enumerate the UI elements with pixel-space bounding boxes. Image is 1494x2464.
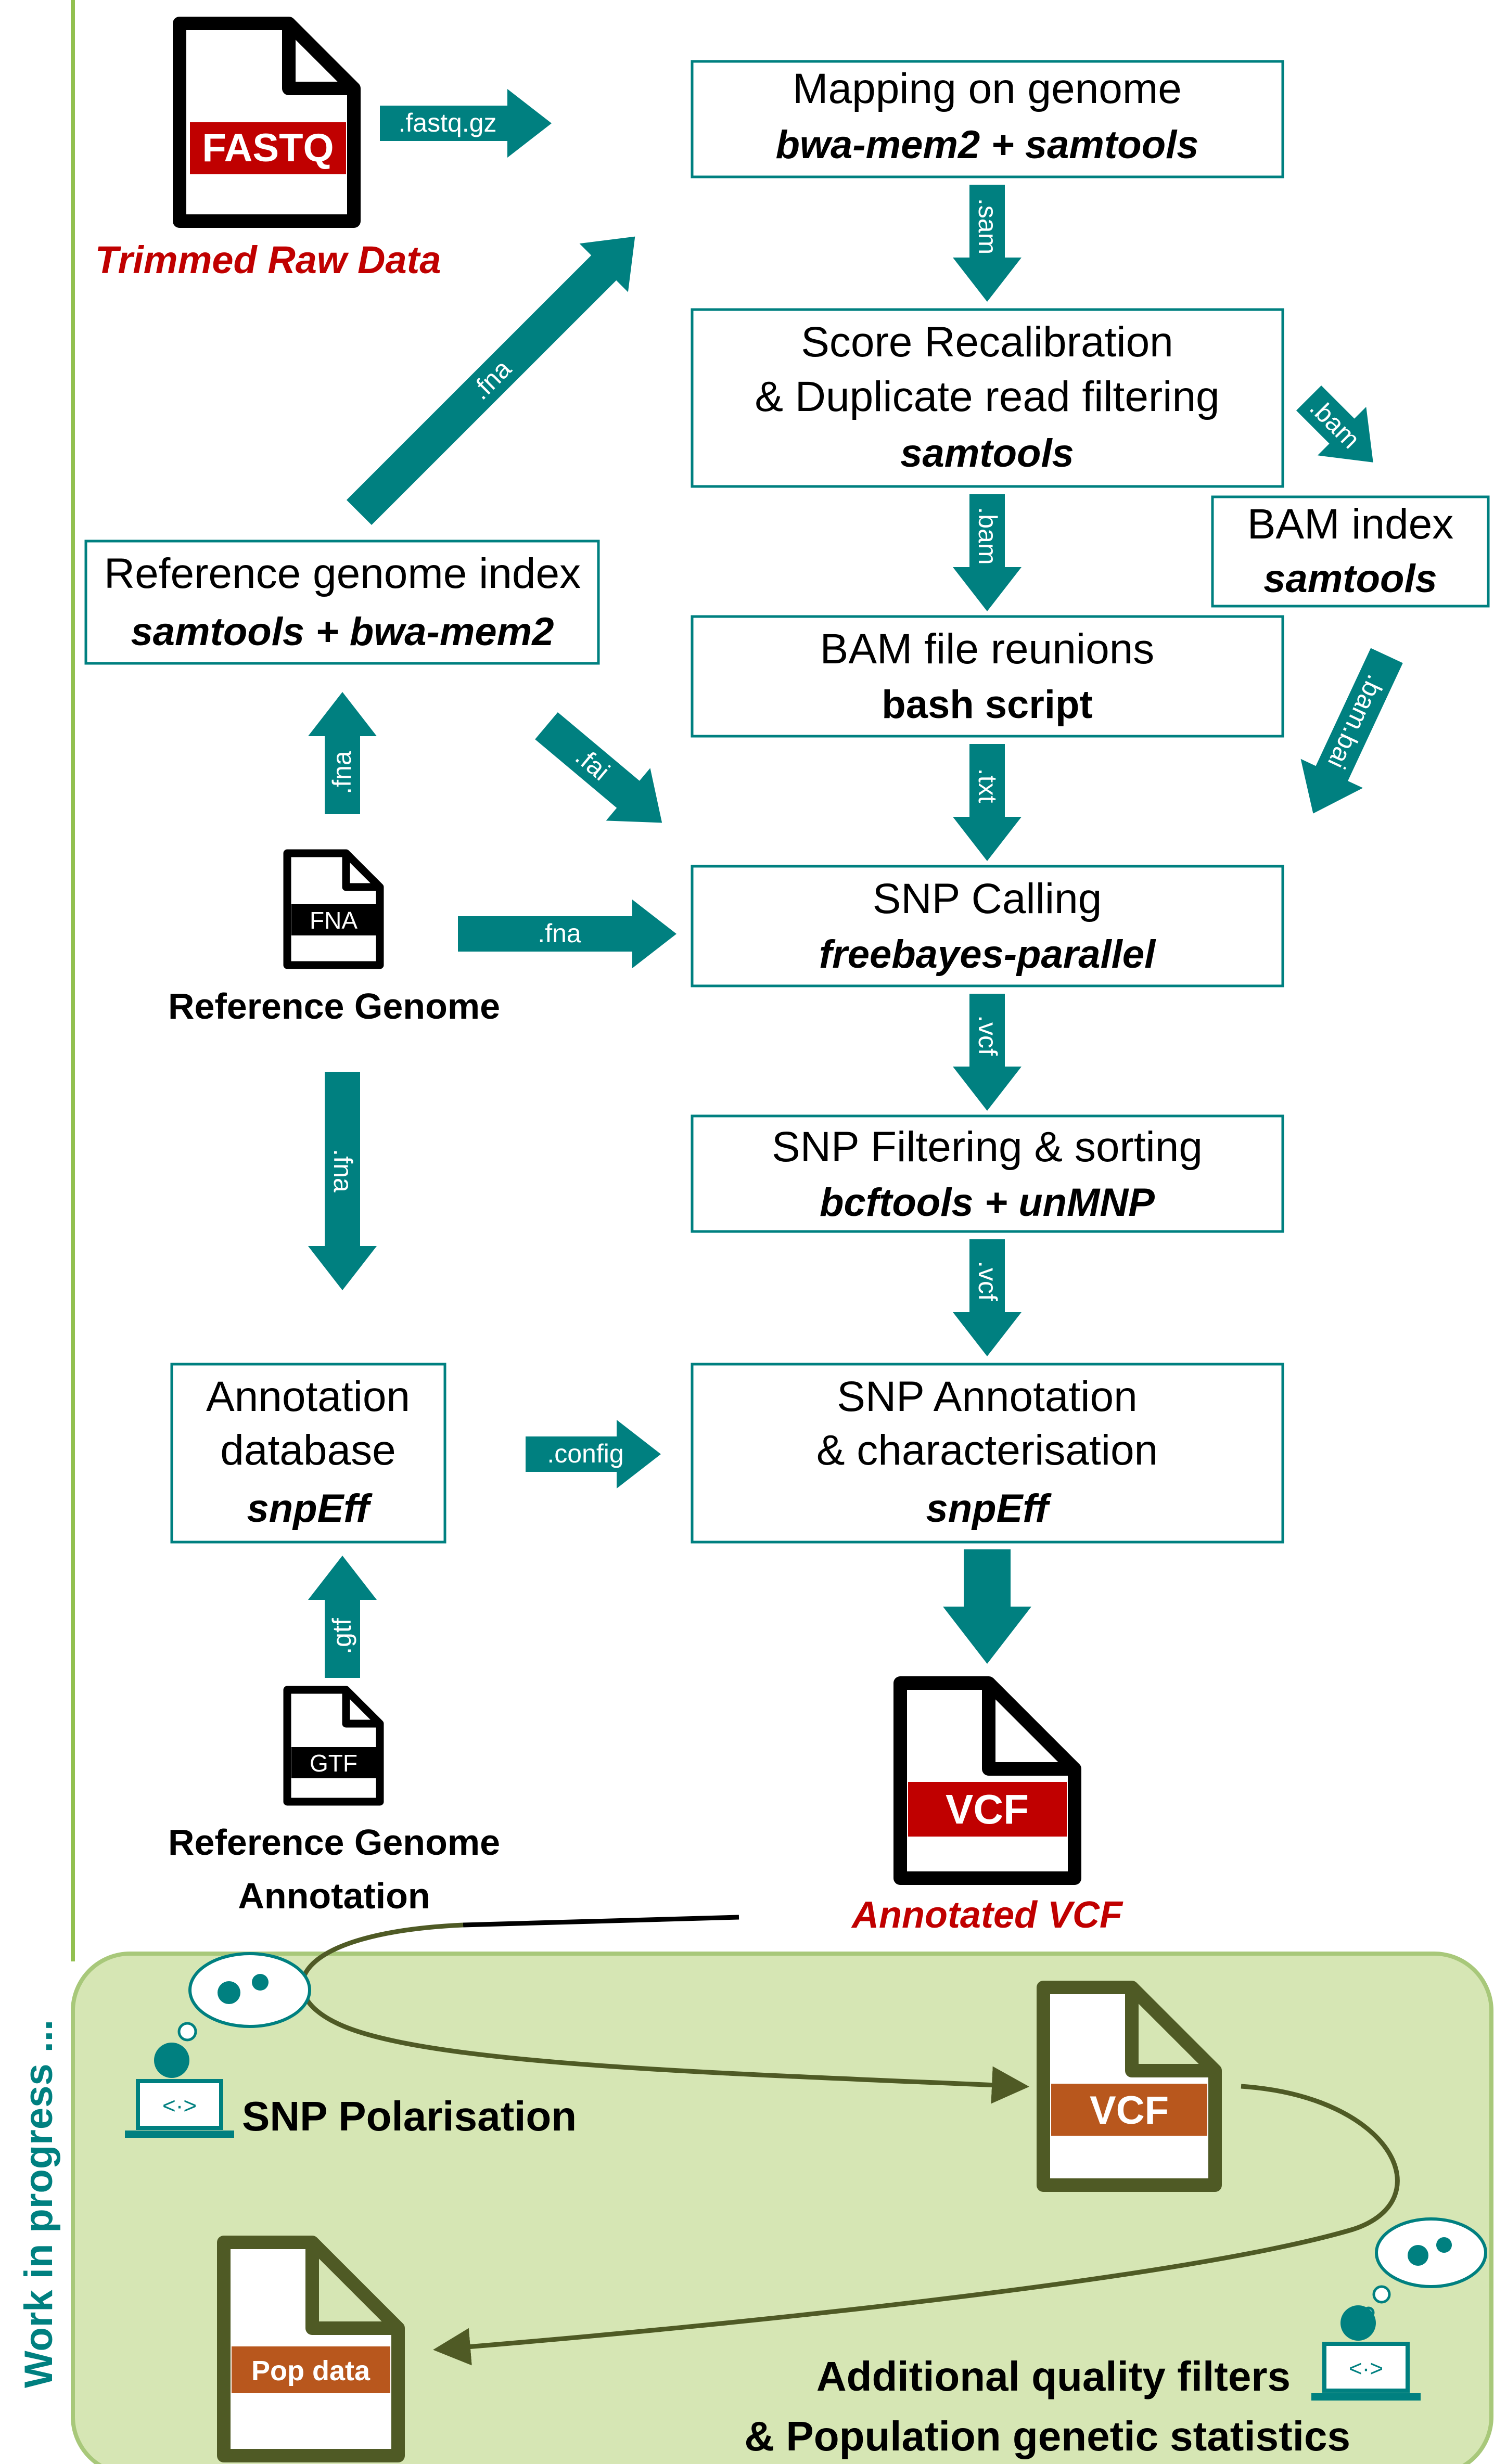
step-annot-db-title2: database	[220, 1427, 395, 1474]
wip-pop-badge: Pop data	[251, 2355, 371, 2386]
document-icon	[893, 1676, 1081, 1885]
arrow-label-vcf-2: .vcf	[973, 1261, 1002, 1301]
arrow-label-fastq: .fastq.gz	[399, 108, 497, 137]
step-bam-index-title: BAM index	[1247, 500, 1454, 548]
wip-vcf-badge: VCF	[1090, 2088, 1169, 2133]
step-bam-index-tool: samtools	[1263, 557, 1437, 601]
arrow-label-fna-down: .fna	[328, 1149, 357, 1192]
cloud-gears-icon	[168, 1952, 311, 2059]
step-ref-index-title: Reference genome index	[104, 550, 581, 597]
fna-badge: FNA	[310, 907, 357, 934]
wip-loop-curve	[300, 1922, 1029, 2104]
svg-text:<·>: <·>	[1349, 2356, 1383, 2381]
arrow-label-txt: .txt	[973, 768, 1002, 803]
wip-pop-data-file: Pop data	[217, 2236, 405, 2462]
step-recal-title2: & Duplicate read filtering	[755, 373, 1219, 420]
output-vcf-badge: VCF	[946, 1786, 1029, 1832]
wip-side-label: Work in progress ...	[17, 2020, 61, 2388]
output-vcf-caption: Annotated VCF	[851, 1894, 1123, 1936]
arrow-annotation-to-output	[943, 1549, 1031, 1664]
step-bam-index: BAM index samtools	[1211, 495, 1490, 608]
arrow-label-config: .config	[547, 1439, 623, 1468]
step-bam-reunion: BAM file reunions bash script	[691, 615, 1284, 738]
wip-return-curve	[433, 2084, 1400, 2366]
step-annot-db-title1: Annotation	[206, 1373, 410, 1420]
arrow-label-bam: .bam	[973, 507, 1002, 564]
arrow-label-gtf: .gtf	[327, 1618, 356, 1654]
gtf-caption-line1: Reference Genome	[168, 1822, 500, 1863]
step-annot-db-tool: snpEff	[247, 1486, 373, 1531]
arrow-recal-to-reunion: .bam	[953, 494, 1021, 611]
step-snp-annot-tool: snpEff	[926, 1486, 1052, 1531]
wip-filters-line1: Additional quality filters	[816, 2353, 1291, 2399]
step-recal-tool: samtools	[900, 431, 1074, 476]
fastq-caption: Trimmed Raw Data	[95, 238, 441, 281]
arrow-label-vcf-1: .vcf	[973, 1015, 1002, 1056]
document-icon	[283, 1686, 384, 1806]
developer-laptop-icon: <·>	[125, 2043, 234, 2138]
step-snp-filter-title: SNP Filtering & sorting	[772, 1123, 1203, 1171]
wip-connector-line	[463, 1915, 739, 1928]
arrow-mapping-to-recal: .sam	[953, 185, 1021, 302]
gtf-badge: GTF	[310, 1750, 357, 1777]
wip-polarisation-label: SNP Polarisation	[242, 2093, 577, 2139]
step-snp-calling: SNP Calling freebayes-parallel	[691, 865, 1284, 987]
arrow-label-fna-right: .fna	[538, 919, 581, 948]
step-mapping-title: Mapping on genome	[793, 65, 1182, 112]
step-mapping-tool: bwa-mem2 + samtools	[775, 123, 1198, 167]
fna-caption: Reference Genome	[168, 986, 500, 1026]
arrow-fna-to-annot-db: .fna	[308, 1072, 377, 1290]
arrow-calling-to-filter: .vcf	[953, 994, 1021, 1111]
arrow-fastq-to-mapping: .fastq.gz	[380, 89, 552, 158]
arrow-recal-to-bam-index: .bam	[1296, 385, 1373, 463]
step-bam-reunion-title: BAM file reunions	[820, 625, 1155, 673]
step-recalibration: Score Recalibration & Duplicate read fil…	[691, 308, 1284, 488]
fastq-badge: FASTQ	[202, 126, 334, 170]
arrow-fna-to-calling: .fna	[458, 900, 676, 968]
fna-file: FNA Reference Genome	[168, 849, 500, 1026]
gtf-caption-line2: Annotation	[238, 1876, 430, 1916]
step-ref-index: Reference genome index samtools + bwa-me…	[84, 540, 600, 665]
arrow-label-fna-up: .fna	[327, 751, 356, 794]
arrow-filter-to-annotation: .vcf	[953, 1239, 1021, 1356]
arrow-bam-index-to-calling: .bam.bai	[1300, 648, 1403, 814]
step-snp-calling-title: SNP Calling	[873, 875, 1102, 922]
wip-vcf-file: VCF	[1037, 1981, 1222, 2192]
step-snp-annotation: SNP Annotation & characterisation snpEff	[691, 1363, 1284, 1544]
arrow-fna-to-ref-index: .fna	[308, 692, 377, 814]
step-snp-annot-title1: SNP Annotation	[837, 1373, 1137, 1420]
step-bam-reunion-tool: bash script	[882, 683, 1092, 727]
arrow-reunion-to-calling: .txt	[953, 744, 1021, 861]
output-vcf-file: VCF Annotated VCF	[851, 1676, 1123, 1936]
step-snp-calling-tool: freebayes-parallel	[819, 932, 1156, 977]
step-snp-annot-title2: & characterisation	[816, 1427, 1158, 1474]
arrow-label-sam: .sam	[973, 198, 1002, 254]
step-annotation-db: Annotation database snpEff	[170, 1363, 446, 1544]
svg-text:<·>: <·>	[162, 2093, 197, 2119]
step-snp-filter: SNP Filtering & sorting bcftools + unMNP	[691, 1114, 1284, 1233]
step-ref-index-tool: samtools + bwa-mem2	[131, 610, 554, 654]
step-recal-title1: Score Recalibration	[801, 318, 1173, 366]
developer-laptop-icon: <·>	[1311, 2305, 1421, 2401]
gtf-file: GTF Reference Genome Annotation	[168, 1686, 500, 1916]
fastq-file: FASTQ Trimmed Raw Data	[95, 17, 441, 281]
wip-filters-line2: & Population genetic statistics	[744, 2413, 1350, 2459]
arrow-gtf-to-annot-db: .gtf	[308, 1556, 377, 1678]
arrow-fai-to-calling: .fai	[535, 712, 662, 823]
arrow-annot-db-to-annotation: .config	[526, 1420, 661, 1488]
step-snp-filter-tool: bcftools + unMNP	[820, 1180, 1155, 1225]
step-mapping: Mapping on genome bwa-mem2 + samtools	[691, 60, 1284, 178]
